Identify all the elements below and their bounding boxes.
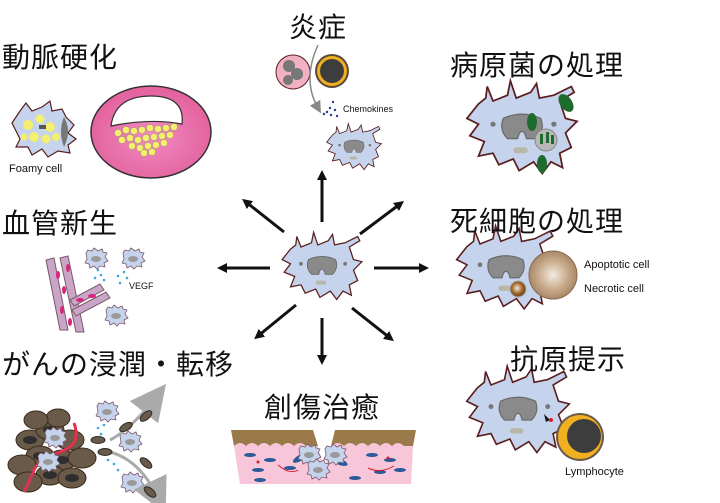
label-vegf: VEGF [129, 281, 154, 291]
title-dead-cell-processing: 死細胞の処理 [450, 205, 625, 238]
arrow-up-left [242, 198, 285, 234]
arrow-down-left [254, 303, 297, 340]
neutrophil [275, 54, 311, 90]
title-pathogen-processing: 病原菌の処理 [450, 49, 625, 82]
bacteria [537, 155, 547, 173]
angiogenesis-illustration [45, 247, 146, 333]
label-chemokines: Chemokines [343, 104, 394, 114]
skin-dermis [234, 443, 413, 484]
title-atherosclerosis: 動脈硬化 [2, 41, 119, 74]
tumor-cells [7, 408, 97, 493]
vegf-dots [93, 268, 129, 285]
title-antigen-presentation: 抗原提示 [510, 343, 627, 376]
atherosclerosis-illustration [11, 85, 212, 179]
apoptotic-cell [528, 250, 578, 300]
arrow-up-right [359, 201, 404, 236]
skin-epidermis-left [231, 430, 318, 446]
title-inflammation: 炎症 [289, 11, 348, 44]
chemokine-dots [322, 100, 339, 118]
title-cancer-invasion-metastasis: がんの浸潤・転移 [2, 348, 235, 381]
arrows [217, 170, 429, 365]
antigen-presentation-illustration [465, 365, 604, 461]
pathogen-illustration [466, 79, 578, 175]
chemotaxis-arrow [309, 44, 321, 114]
title-angiogenesis: 血管新生 [2, 207, 119, 240]
necrotic-cell [509, 280, 527, 298]
artery-cross-section [90, 85, 212, 179]
label-foamy-cell: Foamy cell [9, 163, 63, 175]
central-macrophage [281, 231, 363, 301]
dead-cell-illustration [455, 225, 578, 310]
title-wound-healing: 創傷治癒 [264, 391, 381, 424]
bacteria [558, 94, 574, 112]
label-lymphocyte: Lymphocyte [565, 466, 624, 478]
label-apoptotic-cell: Apoptotic cell [584, 259, 650, 271]
antigen [549, 418, 553, 422]
bacteria [527, 113, 537, 131]
lymphocyte-small [315, 54, 349, 88]
cancer-illustration [7, 383, 167, 503]
foamy-cell [11, 99, 77, 158]
arrow-down-right [351, 306, 394, 342]
inflammation-illustration [275, 44, 382, 171]
wound-healing-illustration [231, 430, 416, 484]
label-necrotic-cell: Necrotic cell [584, 283, 644, 295]
lymphocyte [556, 413, 604, 461]
skin-epidermis-right [331, 430, 416, 446]
